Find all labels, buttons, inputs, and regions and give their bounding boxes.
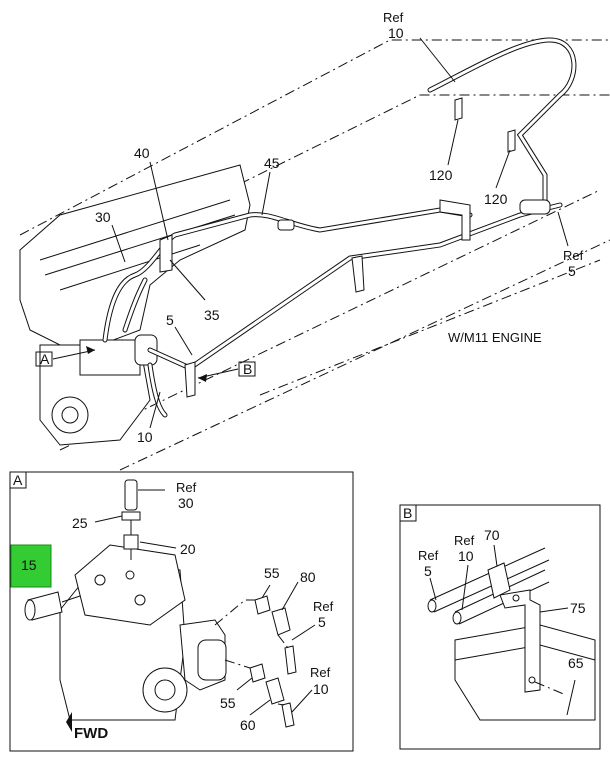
leader-40 bbox=[149, 161, 169, 241]
clip-120b bbox=[507, 129, 516, 153]
callout-a-ref5-num: 5 bbox=[318, 614, 326, 630]
governor-body bbox=[134, 334, 158, 366]
leader-120a bbox=[447, 119, 459, 166]
callout-ref10-ref: Ref bbox=[383, 10, 404, 25]
callout-15-highlight[interactable] bbox=[10, 544, 52, 588]
head-bolt bbox=[125, 570, 135, 580]
clip-120a bbox=[454, 97, 463, 121]
bracket-75 bbox=[499, 589, 541, 693]
callout-5: 5 bbox=[166, 312, 174, 328]
callout-b-ref5-num: 5 bbox=[424, 563, 432, 579]
detail-b-tag bbox=[399, 504, 417, 522]
frame-outline-base bbox=[259, 259, 601, 396]
callout-60: 60 bbox=[240, 717, 256, 733]
callout-15: 15 bbox=[21, 557, 37, 573]
callout-ref5-ref: Ref bbox=[563, 248, 584, 263]
fwd-label: FWD bbox=[74, 725, 108, 742]
callout-65: 65 bbox=[568, 655, 584, 671]
view-a-indicator-label: A bbox=[40, 351, 50, 367]
nut-25 bbox=[121, 511, 141, 521]
callout-80: 80 bbox=[300, 569, 316, 585]
detail-b-frame bbox=[399, 504, 601, 750]
callout-75: 75 bbox=[570, 600, 586, 616]
clip-40 bbox=[159, 234, 173, 273]
leader-ref5 bbox=[557, 211, 569, 247]
callout-70: 70 bbox=[484, 527, 500, 543]
fitting-55-upper bbox=[254, 595, 271, 615]
leader-35 bbox=[169, 259, 206, 301]
compressor-pulley-hub bbox=[61, 406, 79, 424]
callout-40: 40 bbox=[134, 145, 150, 161]
callout-b-ref10-ref: Ref bbox=[454, 533, 475, 548]
callout-ref5-num: 5 bbox=[568, 263, 576, 279]
callout-120a: 120 bbox=[429, 167, 453, 183]
tube-ref10 bbox=[281, 702, 295, 728]
fitting-55-lower bbox=[249, 663, 266, 683]
callout-b-ref10-num: 10 bbox=[458, 548, 474, 564]
detail-a-frame bbox=[9, 471, 354, 752]
detail-a-panel: A bbox=[9, 471, 354, 752]
fitting-20 bbox=[123, 534, 139, 550]
callout-20: 20 bbox=[180, 541, 196, 557]
frame-outline-bottom bbox=[119, 239, 610, 471]
callout-b-ref5-ref: Ref bbox=[418, 548, 439, 563]
callout-55b: 55 bbox=[220, 695, 236, 711]
callout-45: 45 bbox=[264, 155, 280, 171]
detail-a-title: A bbox=[13, 472, 23, 488]
air-compressor-body bbox=[79, 339, 141, 376]
callout-55a: 55 bbox=[264, 565, 280, 581]
leader-ref10 bbox=[419, 37, 456, 83]
fwd-arrow-icon bbox=[66, 712, 72, 732]
callout-120b: 120 bbox=[484, 191, 508, 207]
leader-120b bbox=[495, 149, 511, 189]
engine-valve-cover bbox=[19, 164, 251, 346]
detail-a-tag bbox=[9, 471, 27, 489]
head-bolt bbox=[94, 574, 106, 586]
callout-a-ref30-ref: Ref bbox=[176, 480, 197, 495]
compressor-head bbox=[74, 544, 186, 626]
fitting-45 bbox=[277, 219, 295, 231]
callout-a-ref30-num: 30 bbox=[178, 495, 194, 511]
callout-a-ref10-num: 10 bbox=[313, 681, 329, 697]
bolt-65 bbox=[528, 676, 536, 684]
detail-b-title: B bbox=[403, 505, 412, 521]
head-bolt bbox=[134, 594, 146, 606]
engine-note: W/M11 ENGINE bbox=[448, 330, 542, 345]
callout-ref10-num: 10 bbox=[388, 25, 404, 41]
callout-25: 25 bbox=[72, 515, 88, 531]
bracket-view-b bbox=[184, 361, 196, 398]
main-view: A B Ref 10 40 45 30 35 5 10 120 120 Ref … bbox=[19, 10, 610, 471]
leader-5 bbox=[174, 326, 193, 356]
coupler-rear bbox=[519, 199, 551, 215]
view-a-indicator[interactable] bbox=[35, 351, 53, 367]
tube-ref5 bbox=[284, 645, 297, 675]
view-b-indicator[interactable] bbox=[238, 361, 256, 377]
detail-b-panel: B Ref 5 Ref 10 70 75 65 bbox=[399, 504, 601, 750]
elbow-60 bbox=[265, 677, 285, 705]
leader-45 bbox=[261, 171, 271, 216]
callout-10: 10 bbox=[137, 429, 153, 445]
bracket-frame-2 bbox=[439, 199, 471, 241]
hose-end-ref30 bbox=[124, 479, 138, 511]
leader-10 bbox=[149, 391, 161, 429]
callout-35: 35 bbox=[204, 307, 220, 323]
callout-30: 30 bbox=[95, 209, 111, 225]
view-b-indicator-label: B bbox=[243, 361, 252, 377]
clamp-70 bbox=[487, 562, 511, 599]
callout-a-ref5-ref: Ref bbox=[313, 599, 334, 614]
callout-a-ref10-ref: Ref bbox=[310, 665, 331, 680]
leader-30 bbox=[111, 224, 126, 263]
clip-frame-1 bbox=[351, 255, 365, 293]
elbow-80 bbox=[271, 607, 291, 636]
